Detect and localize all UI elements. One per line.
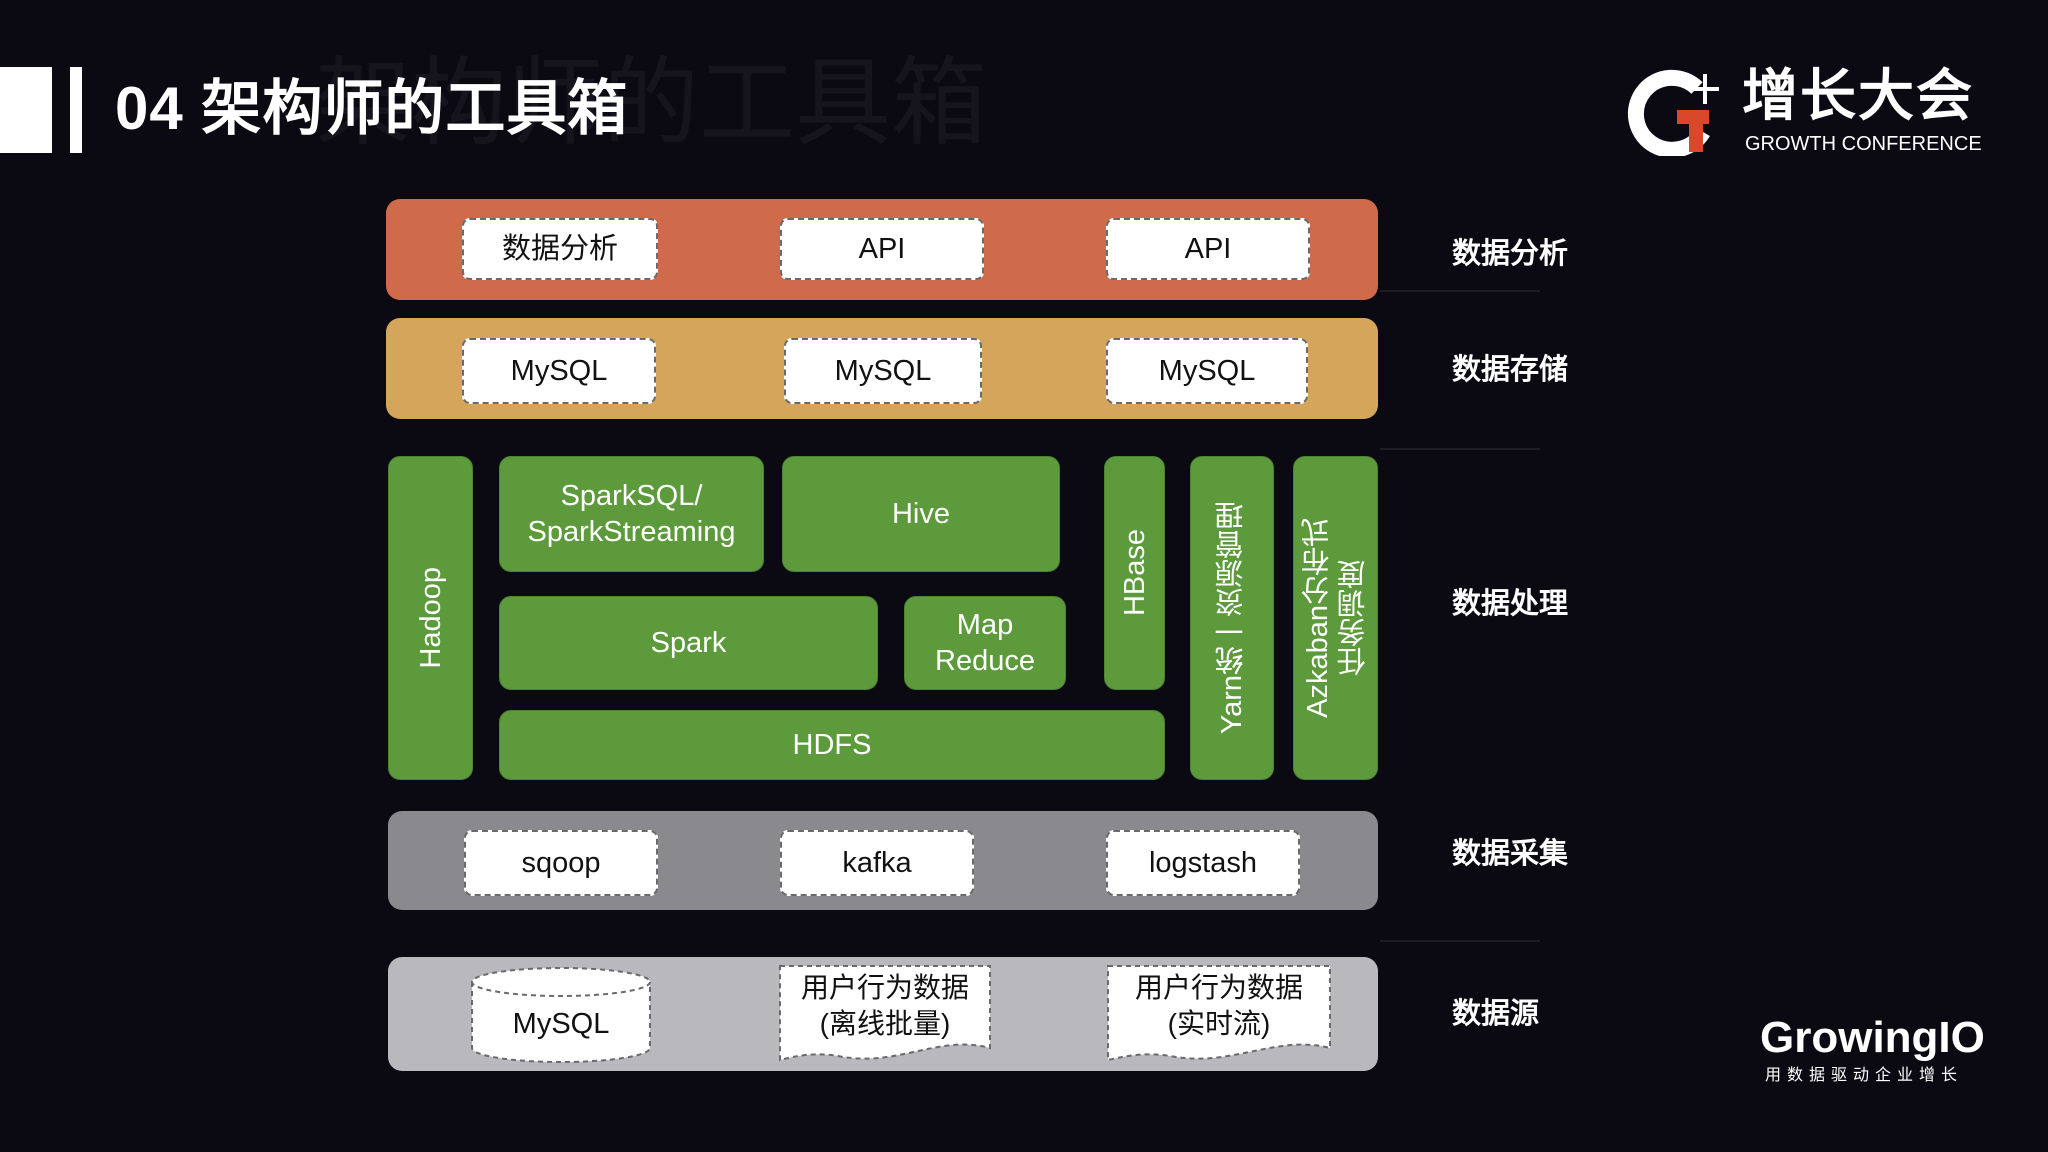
analysis-item: 数据分析 (462, 218, 658, 280)
analysis-item: API (780, 218, 984, 280)
hdfs-tile: HDFS (499, 710, 1165, 780)
storage-item: MySQL (1106, 338, 1308, 404)
yarn-label: Yarn统一资源管理 (1216, 501, 1248, 735)
separator-line (1380, 940, 1540, 942)
separator-line (1380, 290, 1540, 292)
collection-item: logstash (1106, 830, 1300, 896)
hbase-tile: HBase (1104, 456, 1165, 690)
header-accent-block (0, 67, 52, 153)
collection-item: sqoop (464, 830, 658, 896)
growth-conference-logo-icon (1627, 69, 1719, 156)
header-accent-bar (70, 67, 82, 153)
hbase-label: HBase (1118, 529, 1151, 617)
ghost-title: 架构师的工具箱 (315, 50, 987, 157)
hadoop-label: Hadoop (414, 567, 447, 669)
storage-item: MySQL (462, 338, 656, 404)
growingio-logo: GrowingIO (1760, 1013, 1985, 1062)
database-cylinder-icon (471, 967, 651, 1063)
layer-label-processing: 数据处理 (1452, 588, 1569, 620)
hive-tile: Hive (782, 456, 1060, 572)
page-title: 04 架构师的工具箱 (115, 75, 629, 142)
brand-name-en: GROWTH CONFERENCE (1745, 133, 1982, 155)
brand-name-cn: 增长大会 (1742, 64, 1974, 127)
yarn-tile: Yarn统一资源管理 (1190, 456, 1274, 780)
layer-label-source: 数据源 (1452, 998, 1540, 1030)
mapreduce-tile: Map Reduce (904, 596, 1066, 690)
layer-label-analysis: 数据分析 (1452, 238, 1569, 270)
source-offline-label: 用户行为数据 (离线批量) (800, 972, 969, 1039)
sparksql-tile: SparkSQL/ SparkStreaming (499, 456, 764, 572)
analysis-item: API (1106, 218, 1310, 280)
document-shape-icon (779, 965, 991, 1062)
spark-tile: Spark (499, 596, 878, 690)
collection-item: kafka (780, 830, 974, 896)
layer-label-collection: 数据采集 (1452, 838, 1569, 870)
separator-line (1380, 448, 1540, 450)
hadoop-tile: Hadoop (388, 456, 473, 780)
azkaban-label: Azkaban分布式 任务调度 (1301, 518, 1370, 718)
source-mysql-label: MySQL (512, 1007, 610, 1040)
source-realtime-label: 用户行为数据 (实时流) (1134, 972, 1303, 1039)
azkaban-tile: Azkaban分布式 任务调度 (1293, 456, 1378, 780)
document-shape-icon (1107, 965, 1331, 1062)
storage-item: MySQL (784, 338, 982, 404)
layer-label-storage: 数据存储 (1452, 354, 1569, 386)
growingio-slogan: 用数据驱动企业增长 (1765, 1067, 1964, 1084)
